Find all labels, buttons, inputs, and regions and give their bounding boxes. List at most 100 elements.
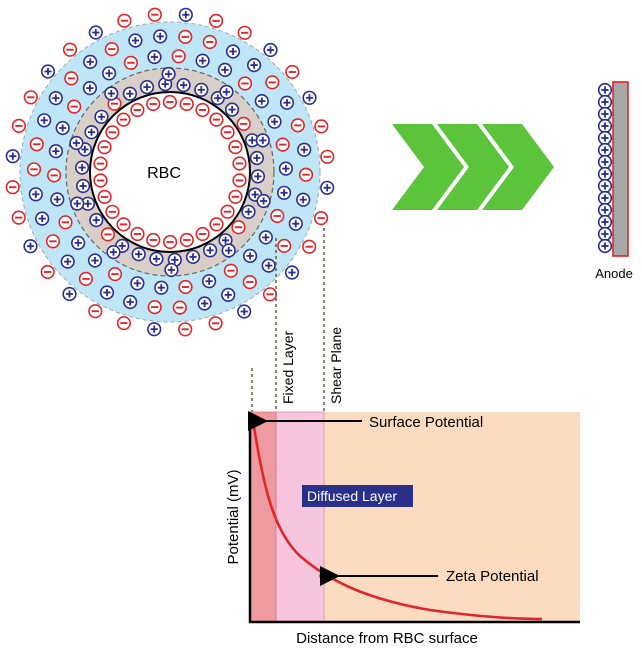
fixed-region [249, 411, 277, 623]
positive-ion-icon [263, 42, 278, 58]
negative-ion-icon [88, 303, 103, 319]
positive-ion-icon [597, 178, 613, 194]
negative-ion-icon [93, 173, 108, 188]
negative-ion-icon [208, 13, 224, 29]
diffused-region [275, 411, 325, 623]
negative-ion-icon [262, 287, 278, 302]
negative-ion-icon [116, 112, 131, 127]
zeta-potential-label: Zeta Potential [446, 568, 539, 585]
surface-potential-label: Surface Potential [369, 414, 483, 431]
negative-ion-icon [93, 156, 108, 171]
positive-ion-icon [131, 246, 146, 262]
positive-ion-icon [88, 25, 104, 40]
negative-ion-icon [178, 279, 193, 295]
positive-ion-icon [84, 124, 99, 140]
positive-ion-icon [267, 114, 282, 129]
positive-ion-icon [99, 285, 115, 300]
negative-ion-icon [146, 232, 161, 248]
negative-ion-icon [147, 299, 162, 315]
negative-ion-icon [228, 189, 243, 205]
negative-ion-icon [276, 238, 292, 254]
positive-ion-icon [597, 130, 613, 146]
negative-ion-icon [208, 316, 223, 331]
anode-electrode: Anode [595, 81, 633, 281]
negative-ion-icon [179, 232, 195, 248]
positive-ion-icon [597, 94, 613, 110]
negative-ion-icon [62, 42, 78, 57]
negative-ion-icon [97, 139, 112, 155]
negative-ion-icon [223, 263, 239, 278]
negative-ion-icon [64, 71, 79, 86]
diffused-layer-label: Diffused Layer [307, 488, 397, 504]
positive-ion-icon [48, 143, 64, 159]
positive-ion-icon [597, 142, 613, 158]
negative-ion-icon [172, 300, 188, 315]
negative-ion-icon [178, 29, 193, 45]
negative-ion-icon [290, 118, 306, 133]
positive-ion-icon [236, 304, 252, 319]
positive-ion-icon [221, 243, 236, 258]
direction-arrow [392, 124, 554, 210]
negative-ion-icon [105, 204, 120, 220]
positive-ion-icon [224, 102, 240, 117]
negative-ion-icon [123, 55, 139, 71]
positive-ion-icon [152, 29, 168, 44]
positive-ion-icon [194, 82, 209, 98]
diffused-layer-badge [302, 485, 413, 507]
negative-ion-icon [45, 234, 61, 249]
chevron-arrow-icon [392, 124, 464, 210]
positive-ion-icon [55, 120, 70, 136]
anode-ion-column [597, 82, 613, 254]
positive-ion-icon [597, 118, 613, 134]
shear-plane-label: Shear Plane [328, 327, 344, 404]
negative-ion-icon [105, 125, 120, 140]
positive-ion-icon [242, 248, 258, 264]
positive-ion-icon [597, 106, 613, 122]
positive-ion-icon [37, 113, 52, 128]
negative-ion-icon [231, 219, 246, 235]
negative-ion-icon [265, 75, 280, 90]
positive-ion-icon [130, 276, 145, 291]
negative-ion-icon [116, 217, 131, 232]
positive-ion-icon [597, 166, 613, 182]
positive-ion-icon [164, 262, 179, 278]
positive-ion-icon [176, 77, 191, 93]
positive-ion-icon [69, 135, 84, 151]
positive-ion-icon [87, 253, 103, 268]
negative-ion-icon [228, 139, 243, 155]
negative-ion-icon [202, 34, 218, 50]
negative-ion-icon [145, 96, 161, 112]
negative-ion-icon [285, 64, 300, 80]
layer-guide-lines [251, 228, 325, 412]
positive-ion-icon [50, 192, 65, 207]
positive-ion-icon [146, 322, 162, 337]
positive-ion-icon [597, 202, 613, 218]
positive-ion-icon [60, 254, 75, 269]
negative-ion-icon [40, 264, 55, 280]
rbc-label: RBC [147, 165, 181, 182]
negative-ion-icon [275, 137, 290, 152]
positive-ion-icon [320, 180, 335, 196]
negative-ion-icon [209, 112, 224, 127]
negative-ion-icon [130, 102, 145, 118]
negative-ion-icon [320, 149, 335, 165]
negative-ion-icon [107, 266, 123, 282]
positive-ion-icon [219, 84, 234, 100]
positive-ion-icon [296, 192, 311, 207]
negative-ion-icon [314, 119, 329, 134]
negative-ion-icon [26, 162, 42, 177]
positive-ion-icon [23, 238, 38, 254]
positive-ion-icon [254, 93, 269, 109]
negative-ion-icon [130, 226, 145, 242]
positive-ion-icon [217, 62, 233, 78]
negative-ion-icon [298, 167, 314, 182]
positive-ion-icon [82, 80, 98, 96]
positive-ion-icon [241, 204, 256, 220]
positive-ion-icon [597, 238, 613, 254]
positive-ion-icon [40, 64, 56, 79]
positive-ion-icon [202, 243, 218, 258]
positive-ion-icon [197, 296, 212, 311]
negative-ion-icon [209, 217, 224, 232]
x-axis-label: Distance from RBC surface [296, 630, 478, 647]
